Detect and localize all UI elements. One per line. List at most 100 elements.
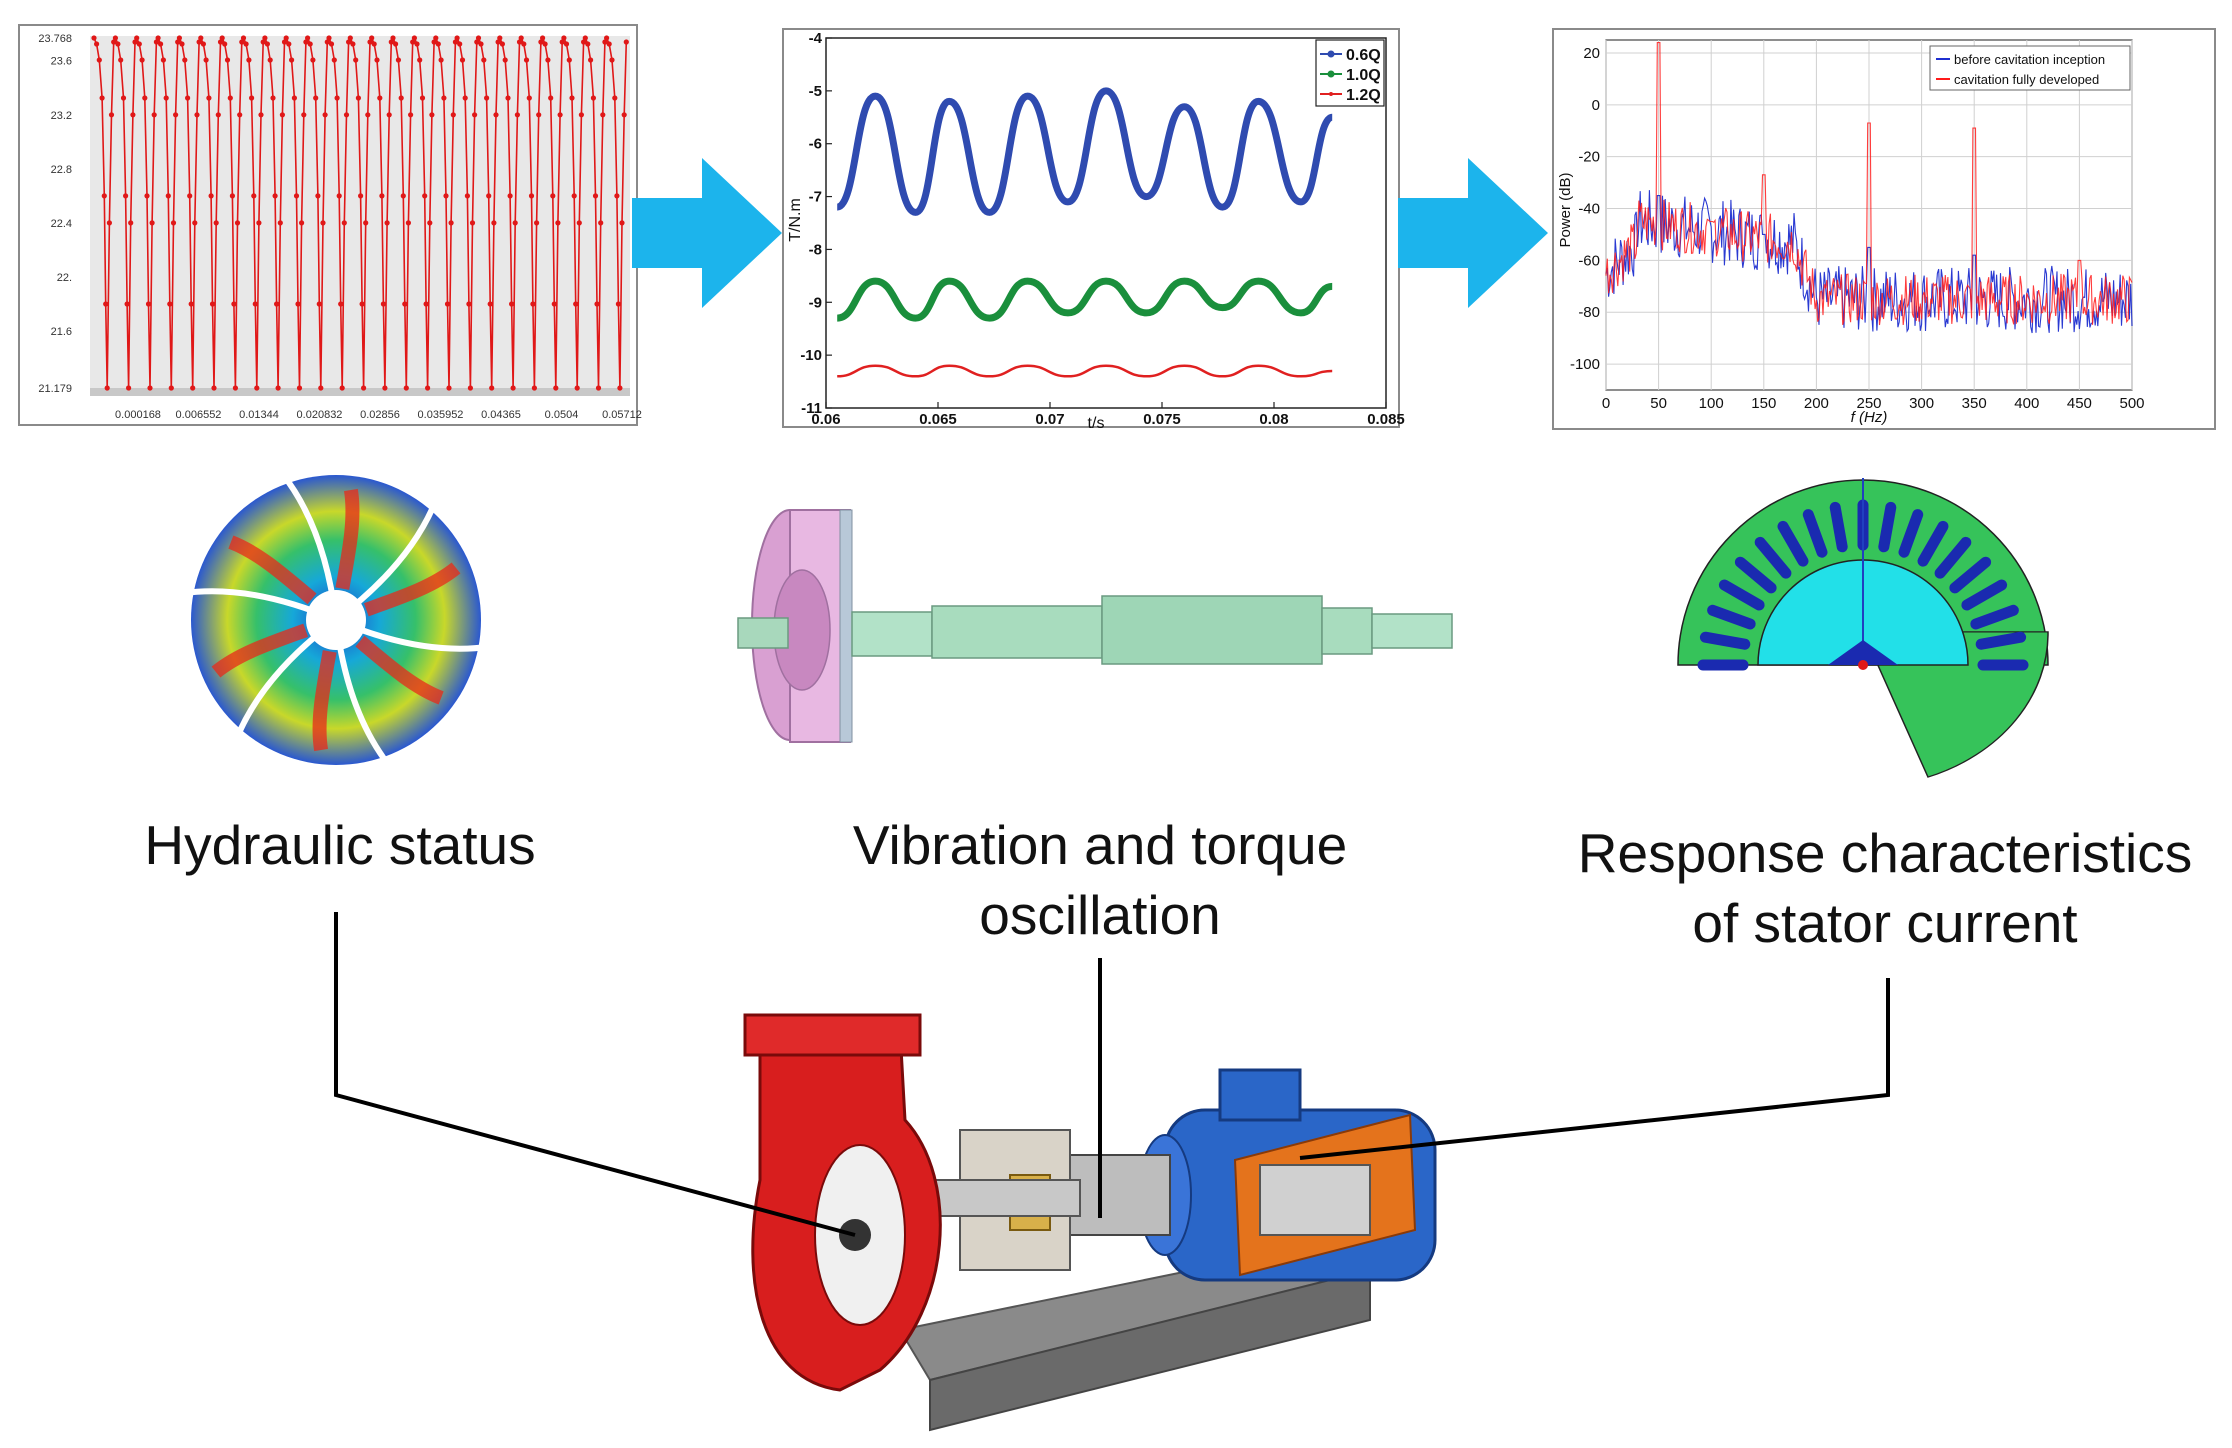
y-tick-label: -4 (809, 30, 823, 47)
pressure-data-point (510, 385, 516, 391)
y-tick-label: -80 (1578, 304, 1600, 321)
x-tick-label: 0 (1602, 395, 1610, 412)
spectrum-series-1 (1605, 42, 2133, 326)
pressure-data-point (380, 301, 386, 307)
pressure-data-point (168, 385, 174, 391)
torque-series-1.2Q (837, 364, 1333, 378)
pressure-data-point (422, 193, 428, 199)
pressure-data-point (346, 39, 352, 45)
pressure-data-point (190, 385, 196, 391)
pressure-data-point (581, 39, 587, 45)
pressure-data-point (246, 57, 252, 63)
x-tick-label: 0.006552 (176, 409, 222, 421)
legend-label-1.2Q: 1.2Q (1346, 87, 1381, 104)
pressure-data-point (350, 41, 356, 47)
pressure-data-point (491, 220, 497, 226)
x-tick-label: 300 (1909, 395, 1934, 412)
pressure-data-point (101, 193, 107, 199)
pressure-data-point (475, 35, 482, 41)
pressure-data-point (299, 220, 305, 226)
pressure-data-point (232, 385, 238, 391)
pressure-data-point (619, 220, 625, 226)
y-tick-label: -8 (809, 241, 822, 258)
pressure-data-point (274, 301, 280, 307)
pressure-data-point (369, 35, 375, 41)
x-tick-label: 150 (1751, 395, 1776, 412)
pressure-data-point (617, 385, 623, 391)
x-tick-label: 0.065 (919, 411, 957, 428)
pressure-data-point (108, 112, 115, 118)
pressure-data-point (260, 39, 266, 45)
y-tick-label: -9 (809, 294, 822, 311)
pressure-data-point (507, 193, 513, 199)
pressure-data-point (334, 95, 340, 101)
pressure-data-point (474, 39, 480, 45)
pressure-data-point (219, 35, 225, 41)
pressure-data-point (435, 41, 441, 47)
y-tick-label: -100 (1570, 356, 1600, 373)
y-tick-label: 21.6 (51, 326, 72, 338)
response-label-line2: of stator current (1692, 892, 2078, 954)
x-tick-label: 0.075 (1143, 411, 1181, 428)
stator-slot (1699, 631, 1751, 650)
pressure-data-point (262, 35, 268, 41)
pressure-data-point (402, 301, 408, 307)
y-tick-label: 21.179 (38, 383, 72, 395)
flow-arrow-right-1 (632, 158, 782, 308)
pressure-data-point (289, 57, 295, 63)
pressure-data-point (103, 301, 109, 307)
x-axis-label: t/s (1088, 415, 1105, 432)
pressure-data-point (283, 35, 289, 41)
pressure-data-point (94, 41, 100, 47)
pressure-data-point (353, 57, 359, 63)
pressure-data-point (305, 35, 311, 41)
pressure-data-point (542, 41, 548, 47)
pressure-data-point (444, 301, 451, 307)
shaft-segment-2 (931, 605, 1103, 659)
x-tick-label: 0.0504 (545, 409, 579, 421)
pressure-data-point (499, 41, 505, 47)
pressure-data-point (208, 193, 214, 199)
pressure-data-point (481, 57, 487, 63)
response-label-line1: Response characteristics (1577, 822, 2193, 884)
high-pressure-zone (312, 650, 337, 752)
y-tick-label: -10 (800, 347, 822, 364)
pressure-data-point (155, 35, 161, 41)
pressure-data-point (318, 385, 324, 391)
legend-label-developed: cavitation fully developed (1954, 72, 2099, 87)
center-point (1858, 660, 1868, 670)
pressure-data-point (275, 385, 281, 391)
pressure-data-point (123, 193, 129, 199)
pressure-data-point (132, 39, 138, 45)
pressure-data-point (339, 385, 345, 391)
y-tick-label: -5 (809, 83, 822, 100)
pressure-data-point (423, 301, 429, 307)
pressure-data-point (604, 35, 610, 41)
pressure-data-point (408, 112, 414, 118)
pressure-data-point (518, 35, 524, 41)
pressure-data-point (573, 301, 579, 307)
pressure-data-point (550, 193, 556, 199)
pressure-data-point (497, 35, 503, 41)
pressure-data-point (316, 301, 322, 307)
pressure-data-point (111, 39, 117, 45)
pressure-data-point (173, 112, 179, 118)
pressure-data-point (182, 57, 188, 63)
x-tick-label: 0.085 (1367, 411, 1405, 428)
pressure-data-point (462, 95, 468, 101)
pressure-data-point (602, 39, 608, 45)
pressure-data-point (388, 39, 394, 45)
pressure-data-point (612, 95, 618, 101)
pressure-data-point (493, 112, 499, 118)
pressure-data-point (291, 95, 297, 101)
pressure-data-point (395, 57, 401, 63)
pressure-data-point (578, 112, 585, 118)
stator-slot (1898, 509, 1924, 558)
pressure-data-point (324, 39, 330, 45)
pressure-data-point (194, 112, 200, 118)
pressure-data-point (343, 112, 350, 118)
hydraulic-status-label: Hydraulic status (144, 814, 536, 876)
pressure-data-point (609, 57, 615, 63)
pressure-data-point (582, 35, 588, 41)
